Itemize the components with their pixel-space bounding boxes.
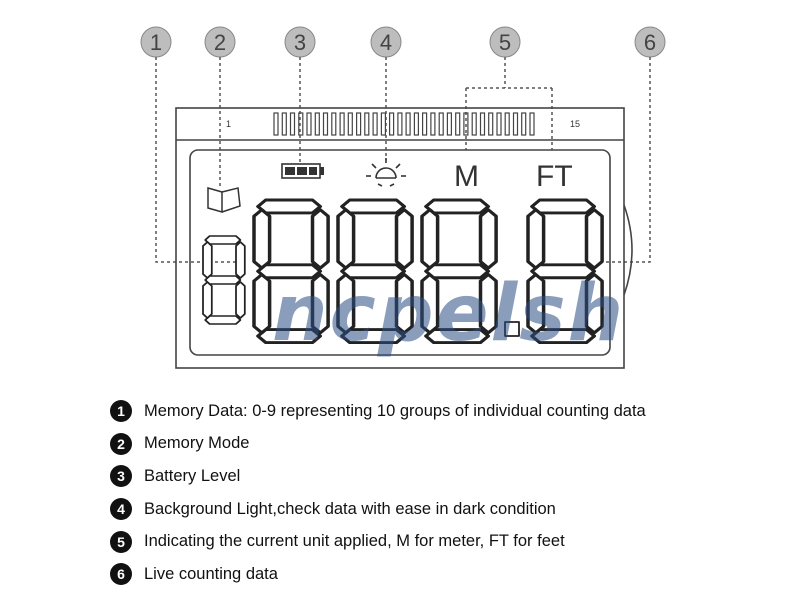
callout-1-number: 1 bbox=[150, 30, 162, 55]
bar-segment bbox=[314, 112, 320, 136]
bar-segment bbox=[281, 112, 287, 136]
bar-segment bbox=[496, 112, 502, 136]
legend-text: Background Light,check data with ease in… bbox=[144, 499, 556, 518]
lcd-screen bbox=[189, 149, 611, 356]
bar-segment bbox=[438, 112, 444, 136]
bar-segment bbox=[479, 112, 486, 136]
memory-digit-display bbox=[202, 235, 246, 325]
legend-item-6: 6 Live counting data bbox=[110, 558, 770, 591]
bar-segment bbox=[422, 112, 428, 136]
bar-segment bbox=[322, 112, 329, 136]
bar-segment bbox=[273, 112, 279, 136]
backlight-sun-icon bbox=[366, 158, 406, 187]
legend-item-1: 1 Memory Data: 0-9 representing 10 group… bbox=[110, 395, 770, 428]
legend-number-badge: 2 bbox=[110, 432, 132, 455]
legend-number-badge: 1 bbox=[110, 400, 132, 423]
unit-meter-label: M bbox=[454, 160, 479, 193]
bar-segment bbox=[504, 112, 510, 136]
bar-scale-start: 1 bbox=[226, 119, 231, 129]
unit-feet-label: FT bbox=[536, 160, 573, 193]
bar-segment bbox=[397, 112, 403, 136]
legend-number-badge: 5 bbox=[110, 530, 132, 553]
legend-number-badge: 3 bbox=[110, 465, 132, 488]
bar-segment bbox=[512, 112, 519, 136]
bar-graph bbox=[273, 112, 535, 136]
legend-text: Memory Data: 0-9 representing 10 groups … bbox=[144, 401, 646, 420]
leader-line-1 bbox=[155, 57, 240, 263]
callout-2-number: 2 bbox=[214, 30, 226, 55]
main-digit-display bbox=[252, 198, 604, 345]
legend-list: 1 Memory Data: 0-9 representing 10 group… bbox=[110, 395, 770, 591]
callout-6-number: 6 bbox=[644, 30, 656, 55]
legend-text: Live counting data bbox=[144, 564, 278, 583]
battery-icon bbox=[281, 163, 324, 179]
bar-segment bbox=[446, 112, 452, 136]
bar-segment bbox=[372, 112, 378, 136]
bar-segment bbox=[331, 112, 337, 136]
bar-segment bbox=[289, 112, 296, 136]
bar-segment bbox=[463, 112, 469, 136]
legend-text: Memory Mode bbox=[144, 434, 250, 453]
callout-4-number: 4 bbox=[380, 30, 392, 55]
legend-text: Battery Level bbox=[144, 466, 241, 485]
bar-segment bbox=[380, 112, 386, 136]
callout-5-number: 5 bbox=[499, 30, 511, 55]
bar-segment bbox=[356, 112, 362, 136]
legend-number-badge: 6 bbox=[110, 563, 132, 586]
bar-segment bbox=[389, 112, 395, 136]
decimal-point bbox=[504, 321, 520, 337]
bar-segment bbox=[413, 112, 419, 136]
lcd-side-tab bbox=[623, 204, 633, 296]
bar-segment bbox=[298, 112, 304, 136]
bar-segment bbox=[529, 112, 535, 136]
legend-number-badge: 4 bbox=[110, 498, 132, 521]
bar-segment bbox=[455, 112, 461, 136]
legend-item-2: 2 Memory Mode bbox=[110, 428, 770, 461]
bar-segment bbox=[430, 112, 436, 136]
book-icon bbox=[207, 187, 241, 213]
lcd-outer-frame bbox=[175, 107, 625, 369]
bar-segment bbox=[405, 112, 411, 136]
leader-line-6 bbox=[590, 57, 651, 263]
bar-segment bbox=[471, 112, 477, 136]
lcd-diagram: 1 2 3 4 5 6 1 15 bbox=[140, 26, 666, 369]
bar-segment bbox=[488, 112, 494, 136]
callout-3-number: 3 bbox=[294, 30, 306, 55]
bar-segment bbox=[306, 112, 312, 136]
legend-item-5: 5 Indicating the current unit applied, M… bbox=[110, 525, 770, 558]
legend-item-3: 3 Battery Level bbox=[110, 460, 770, 493]
bar-segment bbox=[339, 112, 345, 136]
bar-scale-end: 15 bbox=[570, 119, 580, 129]
legend-text: Indicating the current unit applied, M f… bbox=[144, 532, 565, 551]
lcd-housing bbox=[175, 107, 633, 369]
bar-segment bbox=[521, 112, 527, 136]
callout-markers bbox=[140, 26, 666, 58]
legend-item-4: 4 Background Light,check data with ease … bbox=[110, 493, 770, 526]
bar-segment bbox=[347, 112, 353, 136]
bar-segment bbox=[364, 112, 370, 136]
watermark-text: ncpelsh bbox=[272, 269, 625, 359]
